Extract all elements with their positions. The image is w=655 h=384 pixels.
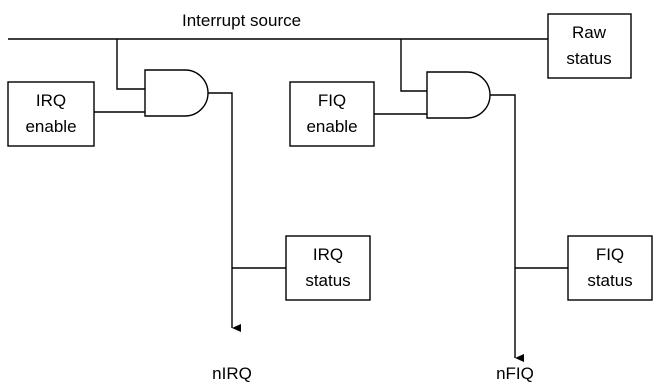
fiq-status-label-line2: status — [587, 271, 632, 290]
irq-status-label-line2: status — [305, 271, 350, 290]
interrupt-source-label: Interrupt source — [182, 11, 301, 30]
irq-enable-box — [7, 81, 95, 147]
raw-status-box — [547, 13, 632, 79]
fiq-and-gate — [426, 71, 491, 119]
irq-enable-label-line2: enable — [25, 117, 76, 136]
raw-status-label-line2: status — [566, 49, 611, 68]
fiq-source-tap-wire — [400, 39, 427, 92]
fiq-enable-box — [289, 81, 375, 147]
irq-output-wire — [208, 92, 241, 332]
fiq-status-box — [567, 235, 653, 301]
nirq-output-label: nIRQ — [212, 364, 252, 383]
irq-status-label-line1: IRQ — [313, 245, 343, 264]
irq-source-tap-wire — [116, 39, 145, 90]
fiq-enable-label-line1: FIQ — [318, 91, 346, 110]
irq-and-gate — [144, 69, 209, 117]
fiq-enable-label-line2: enable — [306, 117, 357, 136]
irq-status-box — [285, 235, 371, 301]
fiq-output-wire — [490, 94, 524, 362]
irq-enable-label-line1: IRQ — [36, 91, 66, 110]
fiq-status-label-line1: FIQ — [596, 245, 624, 264]
nfiq-output-label: nFIQ — [496, 364, 534, 383]
raw-status-label-line1: Raw — [572, 23, 607, 42]
